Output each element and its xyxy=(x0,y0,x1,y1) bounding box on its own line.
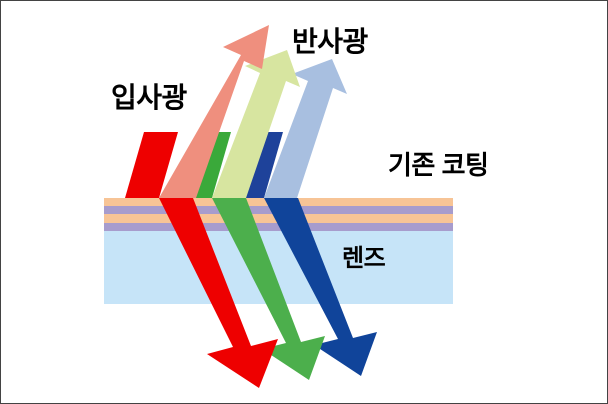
reflected-green-ray xyxy=(212,50,300,198)
refracted-blue-ray xyxy=(264,198,377,376)
incident-red-ray xyxy=(125,132,178,198)
coating-purple-stripe-2 xyxy=(104,223,453,231)
label-incident-light: 입사광 xyxy=(111,82,187,113)
label-lens: 렌즈 xyxy=(342,245,386,272)
reflected-red-ray xyxy=(159,25,269,198)
label-existing-coating: 기존 코팅 xyxy=(388,150,489,180)
label-reflected-light: 반사광 xyxy=(292,26,368,57)
reflected-blue-ray xyxy=(264,59,347,198)
refracted-green-ray xyxy=(212,198,325,380)
refracted-red-ray xyxy=(159,198,278,388)
